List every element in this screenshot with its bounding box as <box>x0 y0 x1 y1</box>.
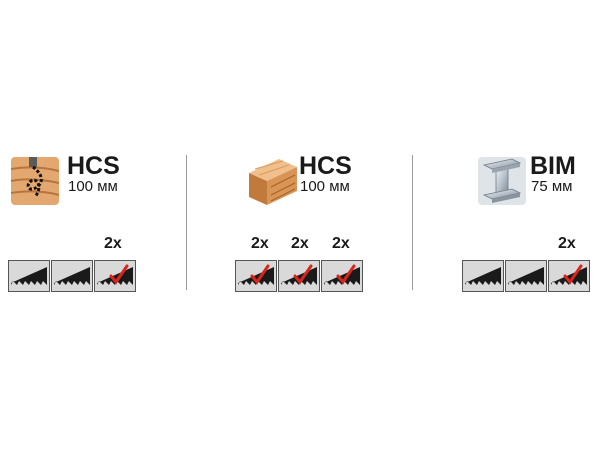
saw-blade-icon <box>505 260 547 292</box>
quantity-label: 2x <box>558 235 576 252</box>
blade-set-group-2: HCS 100 мм 2x 2x 2x <box>235 0 405 450</box>
material-code: BIM <box>530 152 576 180</box>
saw-blade-checked-icon <box>321 260 363 292</box>
saw-blade-icon <box>8 260 50 292</box>
curved-wood-cut-icon <box>11 157 59 205</box>
saw-blade-checked-icon <box>94 260 136 292</box>
quantity-label: 2x <box>104 235 122 252</box>
blade-length: 100 мм <box>300 178 350 195</box>
blade-length: 75 мм <box>531 178 573 195</box>
blade-set-group-3: BIM 75 мм 2x <box>462 0 600 450</box>
saw-blade-icon <box>462 260 504 292</box>
material-code: HCS <box>67 152 120 180</box>
group-divider <box>412 155 413 290</box>
material-code: HCS <box>299 152 352 180</box>
quantity-label: 2x <box>291 235 309 252</box>
quantity-label: 2x <box>251 235 269 252</box>
saw-blade-icon <box>51 260 93 292</box>
quantity-label: 2x <box>332 235 350 252</box>
blade-set-group-1: HCS 100 мм 2x <box>8 0 178 450</box>
steel-beam-icon <box>478 157 526 205</box>
group-divider <box>186 155 187 290</box>
saw-blade-checked-icon <box>548 260 590 292</box>
saw-blade-checked-icon <box>278 260 320 292</box>
wood-beam-icon <box>249 157 297 205</box>
saw-blade-checked-icon <box>235 260 277 292</box>
blade-length: 100 мм <box>68 178 118 195</box>
